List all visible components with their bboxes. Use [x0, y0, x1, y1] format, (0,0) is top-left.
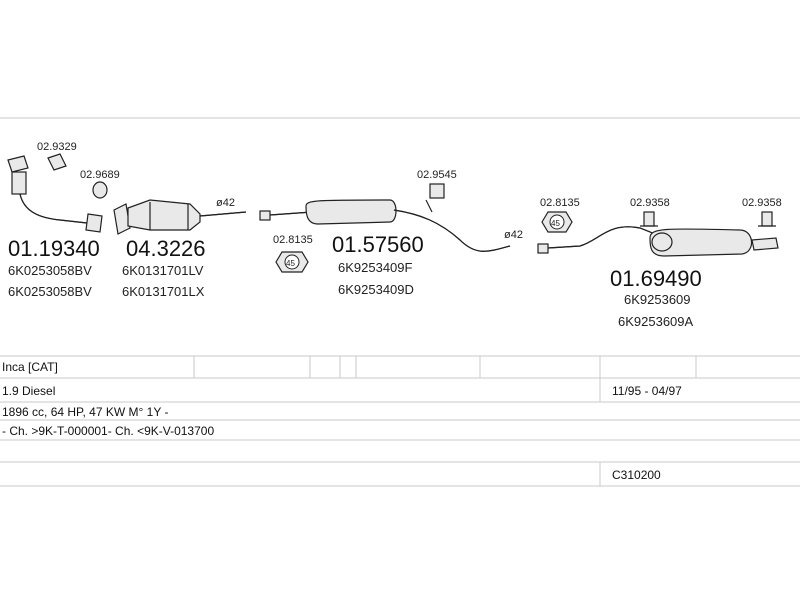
- ring-clamp-icon[interactable]: [92, 181, 108, 199]
- clamp-right-label: 02.8135: [540, 197, 580, 209]
- clamp-right-icon[interactable]: 45: [541, 211, 573, 233]
- rear-silencer-oe1: 6K9253609: [624, 292, 691, 307]
- catalyst-body: [127, 199, 201, 231]
- mount-mid-label: 02.9545: [417, 169, 457, 181]
- mount-rear-b-icon[interactable]: [758, 211, 776, 227]
- clamp-left-icon[interactable]: 45: [275, 251, 309, 273]
- front-pipe-rear-flange: [85, 213, 103, 233]
- middle-silencer-part[interactable]: [259, 199, 511, 252]
- middle-silencer-body: [305, 199, 397, 225]
- rear-silencer-oe2: 6K9253609A: [618, 314, 694, 329]
- table-years: 11/95 - 04/97: [612, 384, 682, 398]
- clamp-left-badge: 45: [286, 259, 295, 268]
- front-pipe-flange: [7, 155, 29, 173]
- middle-pipe-inlet: [259, 210, 271, 221]
- rear-silencer-part[interactable]: [537, 226, 779, 257]
- ring-clamp-label: 02.9689: [80, 169, 120, 181]
- rear-tailpipe: [751, 237, 779, 251]
- table-engine: 1.9 Diesel: [2, 384, 55, 398]
- clamp-left-label: 02.8135: [273, 234, 313, 246]
- front-pipe-flex-section: [11, 171, 27, 195]
- mount-mid-icon[interactable]: [425, 183, 445, 213]
- front-pipe-oe1: 6K0253058BV: [8, 263, 92, 278]
- clamp-right-badge: 45: [551, 219, 560, 228]
- table-ref-code: C310200: [612, 468, 661, 482]
- table-chassis: - Ch. >9K-T-000001- Ch. <9K-V-013700: [2, 424, 214, 438]
- catalyst-oe2: 6K0131701LX: [122, 284, 205, 299]
- catalyst-code: 04.3226: [126, 236, 206, 261]
- front-pipe-oe2: 6K0253058BV: [8, 284, 92, 299]
- rear-pipe-inlet: [537, 243, 549, 254]
- front-pipe-code: 01.19340: [8, 236, 100, 261]
- rear-silencer-end-cap: [651, 232, 673, 252]
- gasket-icon[interactable]: [47, 153, 67, 171]
- application-table: [0, 355, 800, 487]
- mount-rear-a-label: 02.9358: [630, 197, 670, 209]
- table-model: Inca [CAT]: [2, 360, 58, 374]
- front-pipe-part[interactable]: [7, 155, 103, 233]
- diameter-left: ø42: [216, 197, 235, 209]
- catalyst-flange: [113, 203, 131, 235]
- table-spec: 1896 cc, 64 HP, 47 KW M° 1Y -: [2, 405, 168, 419]
- mount-rear-b-label: 02.9358: [742, 197, 782, 209]
- catalyst-part[interactable]: [113, 199, 247, 235]
- mount-rear-a-icon[interactable]: [640, 211, 658, 227]
- middle-silencer-code: 01.57560: [332, 232, 424, 257]
- middle-silencer-oe2: 6K9253409D: [338, 282, 414, 297]
- diameter-right: ø42: [504, 229, 523, 241]
- rear-silencer-body: [649, 228, 753, 257]
- gasket-label: 02.9329: [37, 141, 77, 153]
- rear-silencer-code: 01.69490: [610, 266, 702, 291]
- middle-silencer-oe1: 6K9253409F: [338, 260, 413, 275]
- catalyst-oe1: 6K0131701LV: [122, 263, 204, 278]
